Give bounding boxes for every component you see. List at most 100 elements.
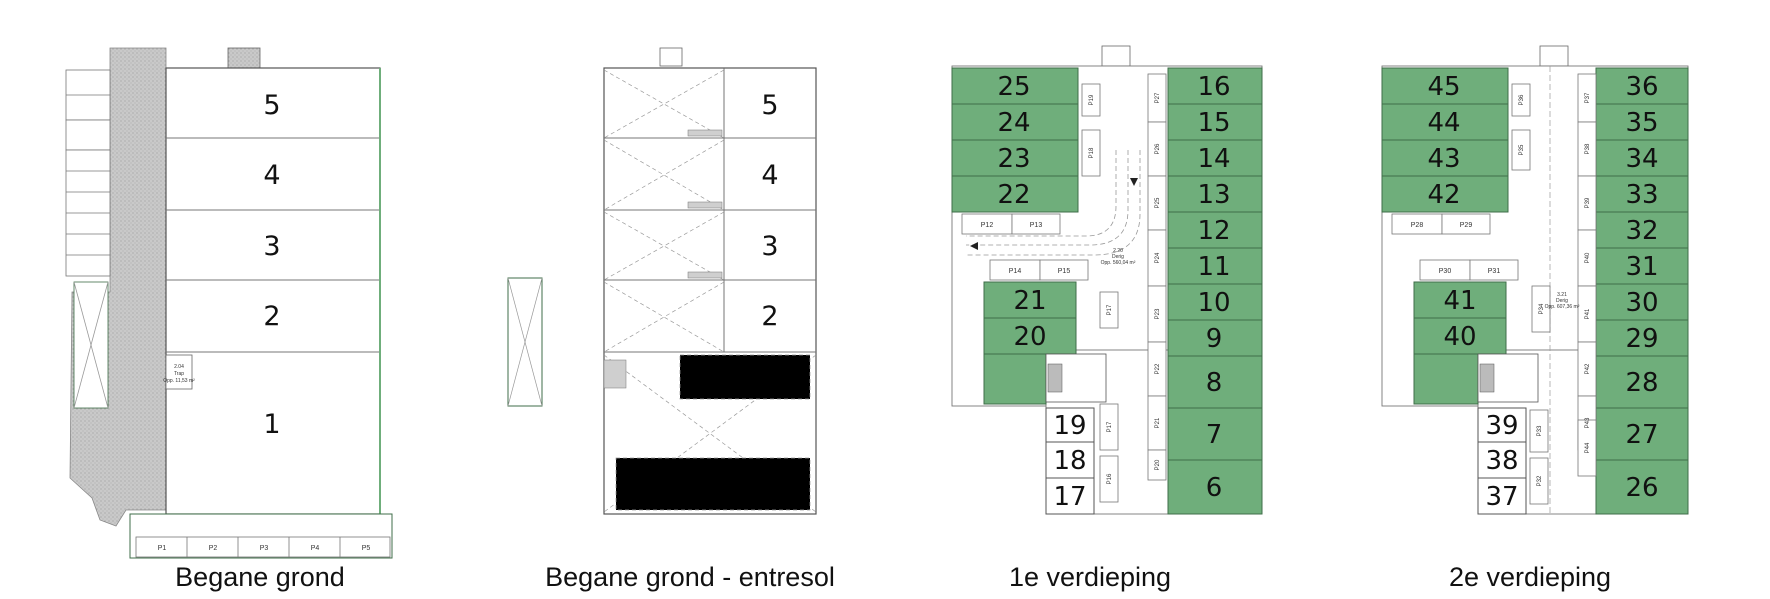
parking-label: P20 (1155, 459, 1161, 470)
unit-number: 16 (1197, 72, 1230, 102)
parking-label-p4: P4 (311, 545, 320, 552)
unit-number: 12 (1197, 216, 1230, 246)
unit-number: 15 (1197, 108, 1230, 138)
unit-number: 40 (1443, 322, 1476, 352)
unit-number: 14 (1197, 144, 1230, 174)
parking-label: P33 (1537, 425, 1543, 436)
unit-number: 34 (1625, 144, 1658, 174)
unit-number: 43 (1427, 144, 1460, 174)
parking-label: P25 (1155, 197, 1161, 208)
parking-label: P21 (1155, 417, 1161, 428)
unit-number: 45 (1427, 72, 1460, 102)
unit-number: 13 (1197, 180, 1230, 210)
unit-number: 26 (1625, 473, 1658, 503)
room-label-name: Derig (1112, 254, 1124, 260)
unit-number: 3 (761, 231, 778, 262)
parking-label: P14 (1009, 268, 1022, 275)
parking-label-p2: P2 (209, 545, 218, 552)
unit-number: 7 (1206, 420, 1223, 450)
parking-label: P36 (1519, 94, 1525, 105)
parking-label: P40 (1585, 252, 1591, 263)
unit-number: 18 (1053, 446, 1086, 476)
unit-number: 27 (1625, 420, 1658, 450)
unit-number: 6 (1206, 473, 1223, 503)
unit-number: 41 (1443, 286, 1476, 316)
parking-label: P42 (1585, 363, 1591, 374)
entresol-plan: 5 4 3 2 (507, 47, 817, 515)
parking-label: P19 (1089, 94, 1095, 105)
unit-number: 32 (1625, 216, 1658, 246)
unit-number: 11 (1197, 252, 1230, 282)
parking-label: P44 (1585, 442, 1591, 453)
unit-number: 10 (1197, 288, 1230, 318)
unit-number: 25 (997, 72, 1030, 102)
unit-number: 2 (263, 301, 280, 332)
parking-label-p1: P1 (158, 545, 167, 552)
parking-label: P22 (1155, 363, 1161, 374)
ground-floor-plan: 2.04 Trap Opp. 11,53 m² P1 P2 P3 P4 P5 5… (65, 47, 393, 559)
unit-number: 30 (1625, 288, 1658, 318)
parking-label: P13 (1030, 222, 1043, 229)
parking-label: P17 (1107, 304, 1113, 315)
unit-number: 8 (1206, 368, 1223, 398)
parking-label: P17 (1107, 421, 1113, 432)
unit-number: 4 (263, 160, 280, 191)
parking-label: P30 (1439, 268, 1452, 275)
unit-number: 3 (263, 231, 280, 262)
parking-label: P26 (1155, 143, 1161, 154)
room-label-area: Opp. 560,04 m² (1101, 260, 1136, 266)
unit-number: 2 (761, 301, 778, 332)
unit-number: 31 (1625, 252, 1658, 282)
second-floor-plan: 3.21 Derig Opp. 607,36 m² 45 44 43 42 41… (1381, 45, 1689, 515)
unit-number: 33 (1625, 180, 1658, 210)
room-label-area: Opp. 607,36 m² (1545, 304, 1580, 310)
unit-number: 24 (997, 108, 1030, 138)
unit-number: 38 (1485, 446, 1518, 476)
unit-number: 19 (1053, 411, 1086, 441)
panel-title-first-floor: 1e verdieping (1008, 562, 1172, 592)
unit-number: 35 (1625, 108, 1658, 138)
parking-label: P31 (1488, 268, 1501, 275)
parking-label-p3: P3 (260, 545, 269, 552)
parking-label: P18 (1089, 147, 1095, 158)
unit-number: 4 (761, 160, 778, 191)
unit-number: 17 (1053, 482, 1086, 512)
parking-label: P28 (1411, 222, 1424, 229)
panel-title-ground-floor: Begane grond (175, 562, 345, 592)
parking-label: P41 (1585, 308, 1591, 319)
room-label-name: Derig (1556, 298, 1568, 304)
parking-label: P43 (1585, 417, 1591, 428)
unit-number: 5 (761, 90, 778, 121)
panel-title-entresol: Begane grond - entresol (545, 562, 835, 592)
parking-label: P24 (1155, 252, 1161, 263)
room-label-number: 2.04 (174, 364, 184, 370)
parking-label: P37 (1585, 92, 1591, 103)
parking-label: P29 (1460, 222, 1473, 229)
parking-label: P38 (1585, 143, 1591, 154)
unit-number: 42 (1427, 180, 1460, 210)
parking-label: P16 (1107, 473, 1113, 484)
room-label-name: Trap (174, 371, 184, 377)
parking-label: P39 (1585, 197, 1591, 208)
parking-label: P34 (1539, 303, 1545, 314)
unit-number: 39 (1485, 411, 1518, 441)
unit-number: 23 (997, 144, 1030, 174)
room-label-number: 2.20 (1113, 248, 1123, 254)
parking-label: P32 (1537, 475, 1543, 486)
first-floor-plan: 2.20 Derig Opp. 560,04 m² 25 24 23 22 21… (951, 45, 1263, 515)
unit-number: 21 (1013, 286, 1046, 316)
unit-number: 44 (1427, 108, 1460, 138)
parking-label: P15 (1058, 268, 1071, 275)
unit-number: 5 (263, 90, 280, 121)
unit-number: 36 (1625, 72, 1658, 102)
parking-label: P27 (1155, 92, 1161, 103)
room-label-area: Opp. 11,53 m² (163, 378, 195, 384)
unit-number: 1 (263, 409, 280, 440)
unit-number: 22 (997, 180, 1030, 210)
room-label-number: 3.21 (1557, 292, 1567, 298)
parking-label: P35 (1519, 144, 1525, 155)
parking-label: P23 (1155, 308, 1161, 319)
panel-title-second-floor: 2e verdieping (1448, 562, 1612, 592)
parking-label: P12 (981, 222, 994, 229)
